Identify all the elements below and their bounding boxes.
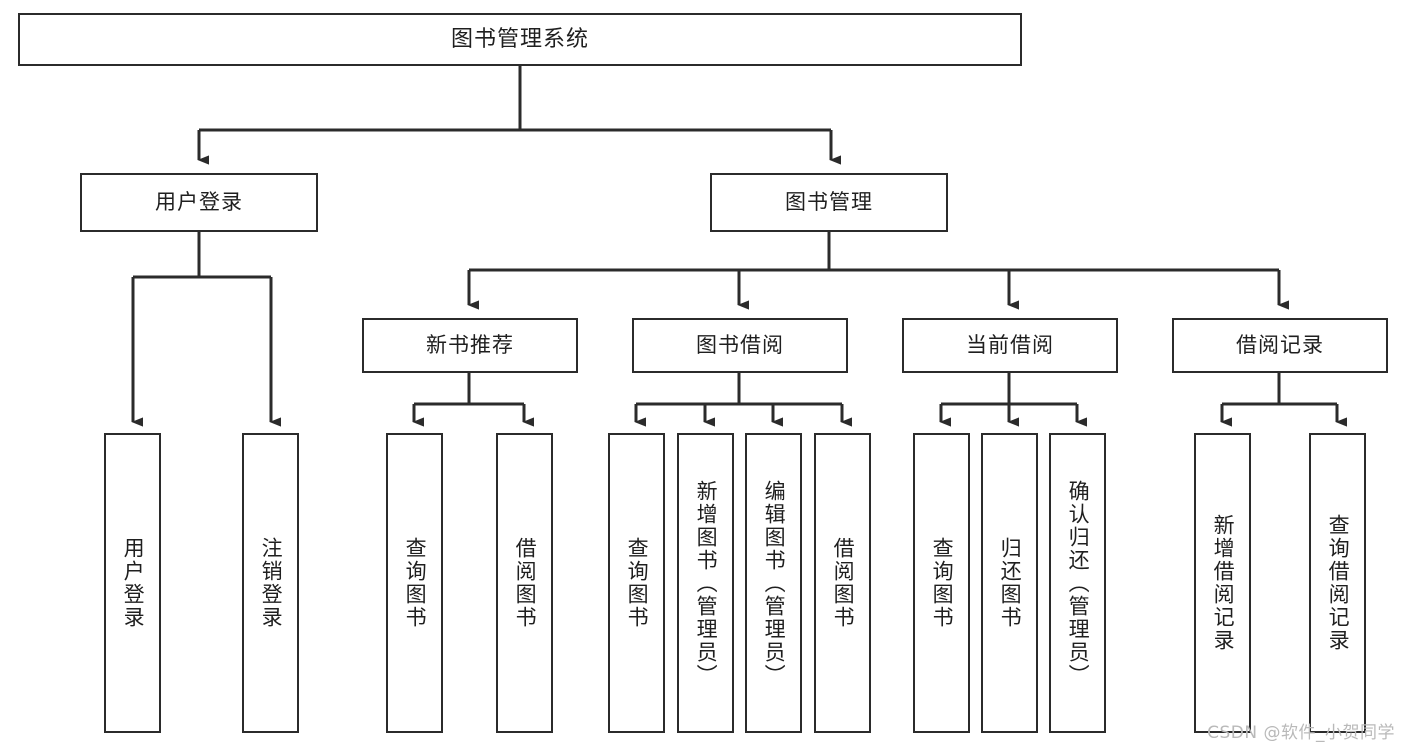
node-label: 新书推荐 [426,333,514,358]
leaf-confirm-return[interactable]: 确认归还（管理员） [1049,433,1106,733]
node-label: 新增借阅记录 [1211,514,1236,652]
node-label: 借阅图书 [513,537,538,629]
node-label: 新增图书（管理员） [694,479,719,687]
node-label: 图书管理 [785,190,873,215]
leaf-borrow-book[interactable]: 借阅图书 [814,433,871,733]
node-label: 当前借阅 [966,333,1054,358]
node-label: 编辑图书（管理员） [762,479,787,687]
node-label: 查询图书 [625,537,650,629]
node-root-system[interactable]: 图书管理系统 [18,13,1022,66]
leaf-edit-book[interactable]: 编辑图书（管理员） [745,433,802,733]
leaf-user-login[interactable]: 用户登录 [104,433,161,733]
watermark: CSDN @软件_小贺同学 [1207,723,1395,743]
leaf-add-borrow-record[interactable]: 新增借阅记录 [1194,433,1251,733]
node-book-borrow[interactable]: 图书借阅 [632,318,848,373]
node-label: 借阅图书 [831,537,856,629]
node-current-borrow[interactable]: 当前借阅 [902,318,1118,373]
leaf-logout[interactable]: 注销登录 [242,433,299,733]
node-borrow-record[interactable]: 借阅记录 [1172,318,1388,373]
node-label: 注销登录 [259,537,284,629]
node-label: 用户登录 [121,537,146,629]
node-label: 用户登录 [155,190,243,215]
node-label: 查询借阅记录 [1326,514,1351,652]
node-user-login[interactable]: 用户登录 [80,173,318,232]
leaf-return-book[interactable]: 归还图书 [981,433,1038,733]
node-label: 查询图书 [930,537,955,629]
leaf-query-borrow-record[interactable]: 查询借阅记录 [1309,433,1366,733]
node-label: 图书管理系统 [450,26,589,52]
leaf-query-book-borrow[interactable]: 查询图书 [608,433,665,733]
leaf-query-book-recommend[interactable]: 查询图书 [386,433,443,733]
leaf-borrow-book-recommend[interactable]: 借阅图书 [496,433,553,733]
leaf-add-book[interactable]: 新增图书（管理员） [677,433,734,733]
node-label: 图书借阅 [696,333,784,358]
node-label: 查询图书 [403,537,428,629]
node-book-management[interactable]: 图书管理 [710,173,948,232]
node-new-book-recommend[interactable]: 新书推荐 [362,318,578,373]
node-label: 借阅记录 [1236,333,1324,358]
leaf-query-book-current[interactable]: 查询图书 [913,433,970,733]
node-label: 确认归还（管理员） [1066,479,1091,687]
node-label: 归还图书 [998,537,1023,629]
